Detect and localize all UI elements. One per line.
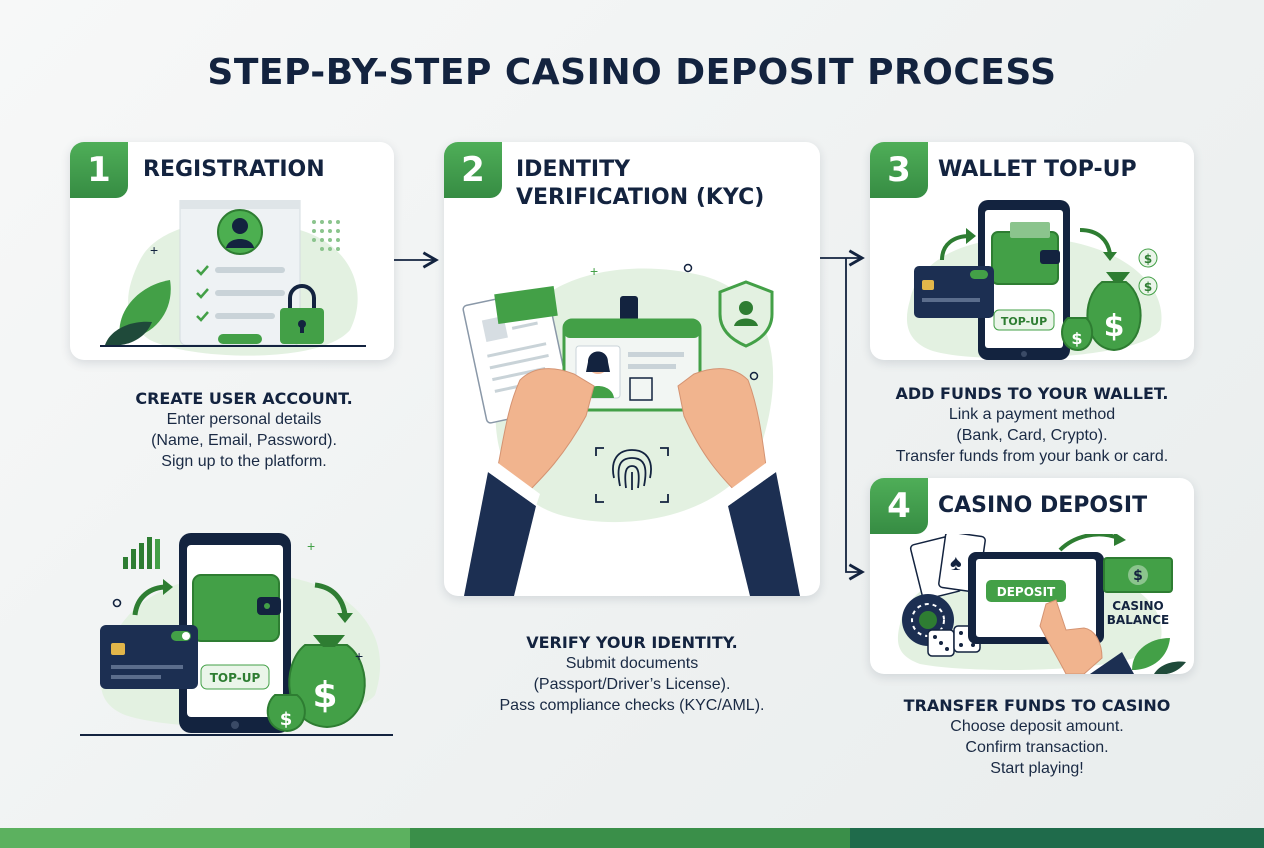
svg-text:+: + [150,242,158,258]
svg-text:$: $ [280,709,293,730]
step-number-2: 2 [444,142,502,198]
step-title-wallet-topup: WALLET TOP-UP [938,157,1137,182]
step-line: (Passport/Driver’s License). [533,676,731,693]
topup-button: TOP-UP [993,309,1055,331]
step-line: Link a payment method [948,406,1116,423]
step-heading-3: ADD FUNDS TO YOUR WALLET. [895,384,1169,403]
tablet-icon: DEPOSIT [968,552,1104,644]
bar-chart-icon [123,537,160,569]
hands-icon [464,368,800,596]
credit-card-icon [914,266,994,318]
step-card-wallet-topup: 3 WALLET TOP-UP TOP-UP [870,142,1194,360]
step-line: Transfer funds from your bank or card. [895,448,1169,465]
step-number-4: 4 [870,478,928,534]
svg-text:$: $ [1104,309,1125,344]
checklist-icon [196,265,285,344]
svg-text:$: $ [1133,568,1143,584]
bottom-bar-segment [0,828,410,848]
fingerprint-icon [595,447,669,503]
step-line: Pass compliance checks (KYC/AML). [499,697,765,714]
wallet-icon [192,574,281,642]
step-description-2: VERIFY YOUR IDENTITY. Submit documents (… [444,632,820,716]
wallet-topup-illustration: TOP-UP $ $ + + [80,533,393,736]
refresh-arrow-icon [1058,534,1119,552]
svg-text:$: $ [1144,252,1152,266]
step-number-3: 3 [870,142,928,198]
step-line: (Bank, Card, Crypto). [956,427,1108,444]
step-title-registration: REGISTRATION [143,157,325,182]
user-avatar-icon [217,209,263,255]
step-number-1: 1 [70,142,128,198]
id-card-icon [562,296,702,412]
step-line: Enter personal details [166,411,322,428]
bottom-bar-segment [410,828,850,848]
topup-label: TOP-UP [1001,315,1047,328]
svg-text:$: $ [1071,329,1082,348]
step-line: Sign up to the platform. [161,453,327,470]
step-card-identity-verification: 2 IDENTITY VERIFICATION (KYC) [444,142,820,596]
casino-balance-label-line: CASINO [1112,599,1163,613]
money-bag-icon: $ $ $ $ [1061,248,1158,352]
svg-text:+: + [355,648,363,664]
title-line: VERIFICATION (KYC) [516,185,765,210]
wallet-topup-card-illustration: TOP-UP $ $ $ $ [906,200,1162,360]
kyc-illustration: + [462,263,800,596]
pointing-hand-icon [1039,599,1134,674]
money-bag-icon: $ $ [266,635,366,733]
casino-balance-label-line: BALANCE [1107,613,1169,627]
svg-text:$: $ [312,675,337,716]
step-description-3: ADD FUNDS TO YOUR WALLET. Link a payment… [862,383,1202,467]
step-line: Submit documents [565,655,699,672]
casino-deposit-illustration: ♠ DEPOSIT $ [897,534,1186,674]
arrow-2-to-4 [845,258,865,581]
deposit-label: DEPOSIT [997,585,1056,599]
banknote-icon: $ [1103,557,1173,593]
title-line: IDENTITY [516,157,631,182]
registration-illustration: + [100,200,366,356]
refresh-arrow-icon [132,582,348,616]
step-heading-1: CREATE USER ACCOUNT. [135,389,353,408]
wallet-icon [991,222,1060,285]
step-description-1: CREATE USER ACCOUNT. Enter personal deta… [70,388,418,472]
step-line: Choose deposit amount. [950,718,1124,735]
svg-text:+: + [307,538,315,554]
page-title: STEP-BY-STEP CASINO DEPOSIT PROCESS [207,52,1057,93]
leaf-icon [1132,638,1186,674]
svg-text:$: $ [1144,280,1152,294]
leaf-icon [105,280,171,346]
credit-card-icon [100,625,198,689]
step-line: Start playing! [990,760,1084,777]
dots-icon [312,220,340,251]
step-title-identity-verification: IDENTITY VERIFICATION (KYC) [516,156,764,212]
step-description-4: TRANSFER FUNDS TO CASINO Choose deposit … [862,695,1212,779]
topup-button: TOP-UP [200,664,270,690]
topup-label: TOP-UP [210,671,261,685]
bottom-bar-segment [850,828,1264,848]
padlock-icon [280,284,324,344]
step-line: (Name, Email, Password). [151,432,337,449]
shield-user-icon [718,280,774,348]
step-line: Confirm transaction. [965,739,1109,756]
svg-text:+: + [590,263,598,279]
step-card-casino-deposit: 4 CASINO DEPOSIT ♠ DEPOSIT [870,478,1194,674]
playing-cards-icon: ♠ [909,534,986,600]
step-heading-2: VERIFY YOUR IDENTITY. [526,633,738,652]
step-heading-4: TRANSFER FUNDS TO CASINO [903,696,1171,715]
step-title-casino-deposit: CASINO DEPOSIT [938,493,1148,518]
svg-text:♠: ♠ [950,550,962,575]
step-card-registration: 1 REGISTRATION [70,142,394,360]
